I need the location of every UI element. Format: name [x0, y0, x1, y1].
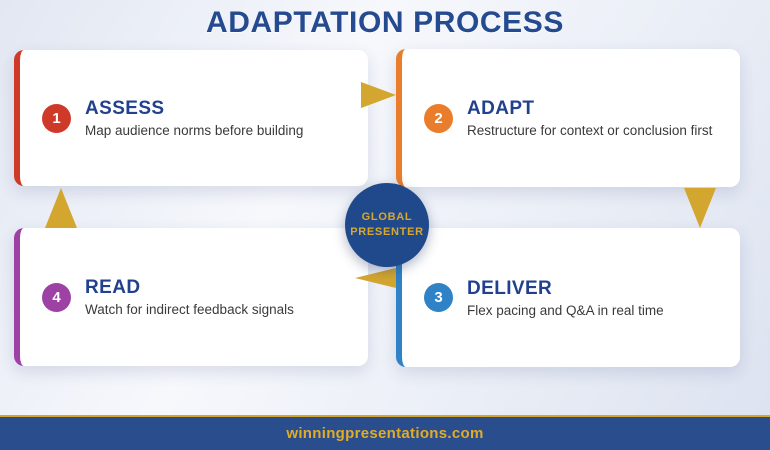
step-text-block: DELIVER Flex pacing and Q&A in real time [467, 278, 664, 318]
page-title: ADAPTATION PROCESS [205, 6, 565, 39]
center-badge: GLOBAL PRESENTER [345, 183, 429, 267]
footer-accent-line [0, 415, 770, 417]
step-number-badge: 2 [424, 103, 453, 133]
footer-website: winningpresentations.com [286, 425, 484, 442]
step-card-adapt: 2 ADAPT Restructure for context or concl… [396, 49, 740, 187]
step-description: Flex pacing and Q&A in real time [467, 302, 664, 318]
center-badge-line1: GLOBAL [361, 210, 413, 223]
arrow-down-icon [684, 188, 716, 228]
step-description: Watch for indirect feedback signals [85, 302, 294, 317]
arrow-right-icon [361, 82, 396, 108]
step-title: ASSESS [85, 98, 165, 119]
step-number-badge: 4 [42, 282, 71, 312]
step-description: Restructure for context or conclusion fi… [467, 123, 713, 138]
footer-bar: winningpresentations.com [0, 417, 770, 450]
step-description: Map audience norms before building [85, 123, 304, 138]
step-number: 2 [434, 109, 443, 127]
step-card-deliver: 3 DELIVER Flex pacing and Q&A in real ti… [396, 228, 740, 367]
step-number-badge: 1 [42, 103, 71, 133]
center-badge-line2: PRESENTER [350, 226, 424, 238]
step-text-block: ASSESS Map audience norms before buildin… [85, 98, 303, 138]
arrow-left-icon [355, 268, 396, 288]
arrow-up-icon [45, 188, 77, 228]
step-title: ADAPT [467, 98, 535, 119]
step-card-assess: 1 ASSESS Map audience norms before build… [14, 50, 368, 186]
step-number-badge: 3 [424, 283, 453, 312]
step-text-block: ADAPT Restructure for context or conclus… [467, 98, 712, 138]
step-card-read: 4 READ Watch for indirect feedback signa… [14, 228, 368, 366]
step-number: 4 [52, 288, 61, 306]
step-text-block: READ Watch for indirect feedback signals [85, 277, 294, 317]
step-number: 3 [434, 289, 443, 306]
step-number: 1 [52, 109, 61, 127]
step-title: READ [85, 277, 141, 298]
step-title: DELIVER [467, 277, 553, 299]
